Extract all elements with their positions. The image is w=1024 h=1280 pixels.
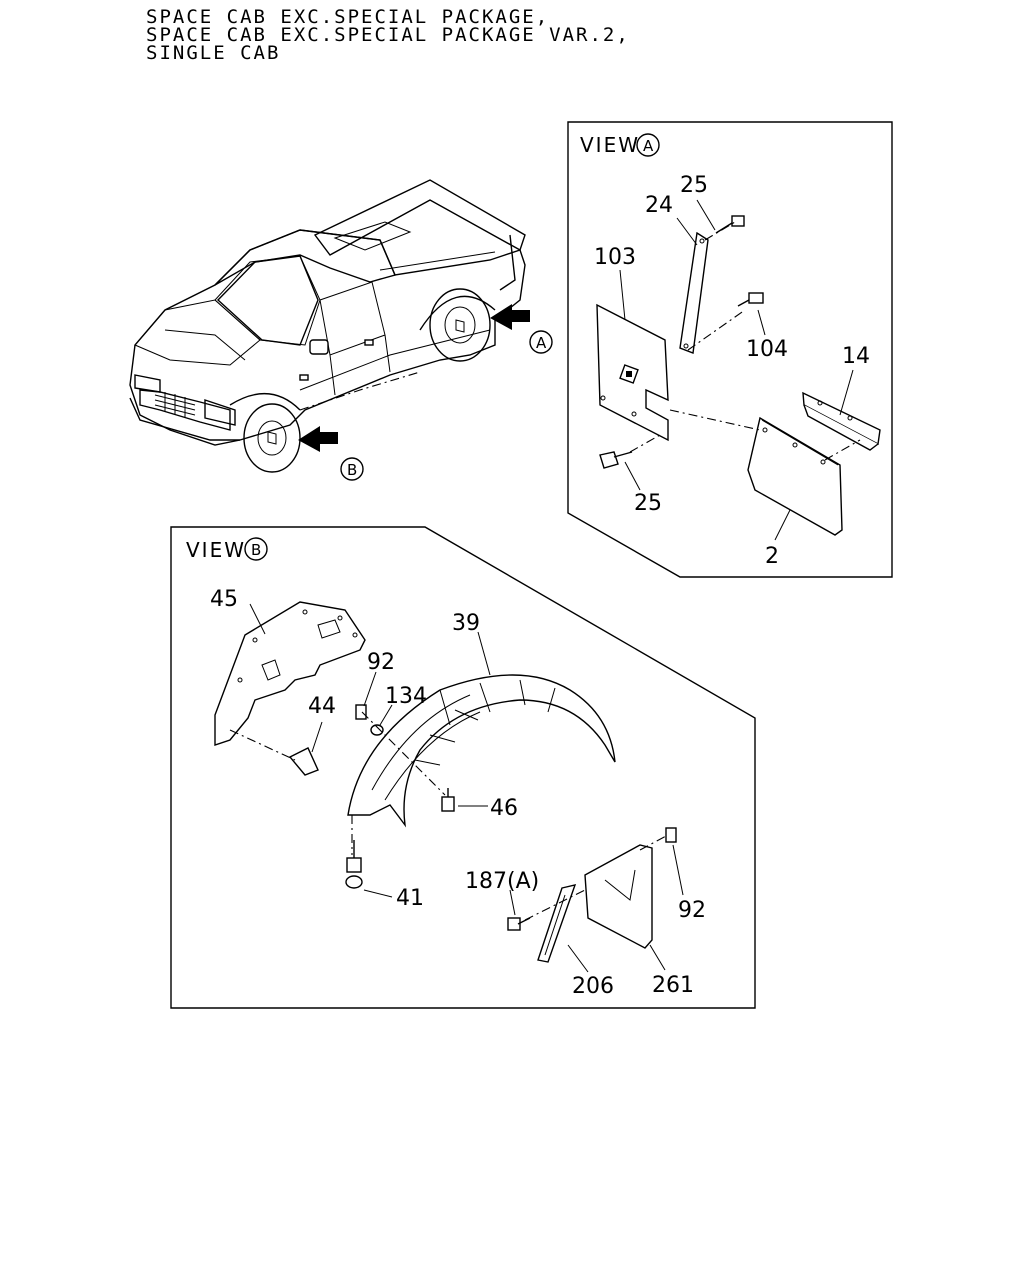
label-14: 14: [842, 344, 870, 369]
part-2-mudflap: [747, 416, 843, 536]
label-92-top: 92: [367, 650, 395, 675]
arrow-b-label: B: [347, 461, 357, 479]
label-187a: 187(A): [465, 869, 539, 894]
label-261: 261: [652, 973, 694, 998]
arrow-b: B: [298, 426, 364, 481]
part-103-plate: [596, 303, 669, 442]
part-41-fastener: [345, 840, 363, 889]
arrow-a-label: A: [536, 334, 547, 352]
label-39: 39: [452, 611, 480, 636]
view-b-title: VIEW: [186, 538, 246, 562]
truck-illustration: [129, 179, 526, 473]
label-92-bottom: 92: [678, 898, 706, 923]
part-39-liner: [347, 674, 616, 828]
part-206-strip: [537, 884, 577, 963]
label-104: 104: [746, 337, 788, 362]
part-46-fastener: [441, 788, 455, 812]
part-44-clip: [288, 747, 319, 776]
view-b-marker: B: [251, 541, 261, 559]
part-25-top-bolt: [715, 215, 745, 234]
label-46: 46: [490, 796, 518, 821]
part-45-panel: [214, 601, 366, 746]
view-a-marker: A: [643, 137, 654, 155]
part-14-bracket: [802, 391, 881, 451]
label-24: 24: [645, 193, 673, 218]
part-187-bolt: [507, 917, 531, 931]
label-45: 45: [210, 587, 238, 612]
part-261-flap: [584, 844, 653, 949]
view-b-panel: VIEW B: [170, 526, 756, 1009]
part-92-top-clip: [355, 704, 367, 720]
arrow-a: A: [490, 304, 553, 354]
header-line-1: SPACE CAB EXC.SPECIAL PACKAGE,: [146, 6, 550, 28]
label-103: 103: [594, 245, 636, 270]
label-25-top: 25: [680, 173, 708, 198]
header-text: SPACE CAB EXC.SPECIAL PACKAGE, SPACE CAB…: [146, 6, 630, 64]
part-25-bottom-bolt: [599, 451, 633, 469]
header-line-3: SINGLE CAB: [146, 42, 281, 64]
label-134: 134: [385, 684, 427, 709]
label-206: 206: [572, 974, 614, 999]
view-a-panel: VIEW A: [567, 121, 893, 578]
header-line-2: SPACE CAB EXC.SPECIAL PACKAGE VAR.2,: [146, 24, 630, 46]
part-104-bolt: [737, 292, 764, 307]
label-41: 41: [396, 886, 424, 911]
view-a-title: VIEW: [580, 133, 640, 157]
part-92-bottom-clip: [665, 827, 677, 843]
label-44: 44: [308, 694, 336, 719]
part-24-bracket: [679, 231, 709, 354]
label-2: 2: [765, 544, 779, 569]
part-134-washer: [370, 724, 384, 736]
label-25-bottom: 25: [634, 491, 662, 516]
